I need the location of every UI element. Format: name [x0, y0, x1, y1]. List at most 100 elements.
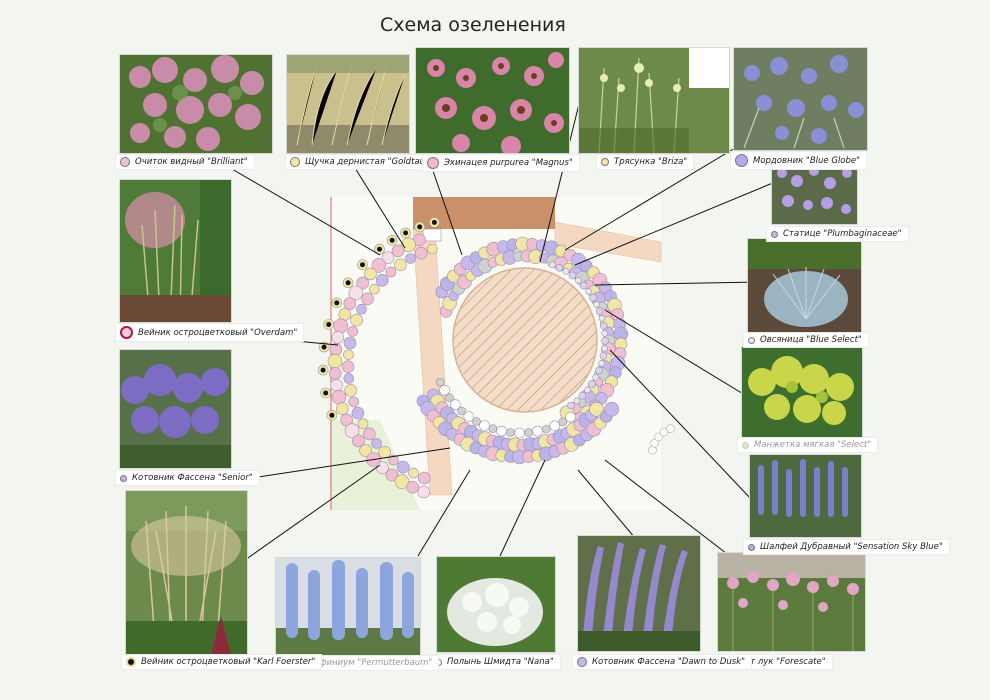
bed-plant-circle-78	[598, 308, 612, 322]
bed-plant-circle-34	[369, 283, 380, 295]
bed-plant-circle-186	[469, 441, 483, 455]
bed-plant-circle-45	[351, 406, 365, 420]
marker-dot-1	[323, 390, 329, 396]
bed-plant-circle-98	[478, 246, 491, 260]
bed-plant-circle-153	[430, 394, 445, 409]
bed-plant-circle-212	[488, 424, 498, 434]
bed-plant-circle-206	[445, 393, 454, 403]
bed-plant-circle-92	[435, 285, 449, 299]
bed-plant-circle-158	[458, 421, 472, 435]
bed-plant-circle-129	[555, 263, 564, 272]
photo-shchuchka	[286, 54, 410, 154]
bed-plant-circle-197	[564, 437, 579, 452]
label-text-ovsyanitsa: Овсяница "Blue Select"	[760, 335, 862, 345]
bed-plant-circle-192	[522, 450, 535, 464]
bed-plant-circle-36	[356, 303, 367, 315]
lawn-patch	[331, 420, 420, 510]
marker-dot-6	[345, 280, 351, 286]
label-text-shnitluk: Шнит лук "Forescate"	[730, 657, 826, 667]
bed-plant-circle-214	[506, 428, 515, 437]
marker-base-1	[320, 387, 332, 399]
bed-plant-circle-127	[573, 412, 587, 425]
bed-plant-circle-174	[573, 418, 587, 432]
leader-line-ovsyanitsa	[594, 281, 761, 286]
bed-plant-circle-105	[544, 240, 560, 256]
bed-plant-circle-151	[567, 401, 575, 410]
bed-plant-circle-43	[344, 384, 358, 397]
photo-shchuchka-image	[287, 55, 409, 153]
bed-plant-circle-205	[439, 384, 450, 396]
bed-plant-circle-224	[654, 432, 663, 442]
leader-line-delfinium	[417, 469, 471, 557]
photo-kotovnik2	[577, 535, 701, 652]
bed-plant-circle-134	[585, 288, 592, 295]
photo-ekhinatseya-image	[416, 48, 569, 153]
bed-plant-circle-109	[579, 259, 593, 273]
bed-plant-circle-22	[366, 452, 381, 467]
bed-plant-circle-57	[452, 282, 466, 295]
bed-plant-circle-188	[485, 446, 501, 462]
bed-plant-circle-8	[343, 297, 357, 310]
bed-plant-circle-23	[376, 461, 389, 475]
bed-plant-circle-161	[477, 431, 493, 447]
bed-plant-circle-164	[501, 437, 514, 451]
bed-plant-circle-222	[648, 445, 657, 455]
bed-plant-circle-35	[361, 292, 374, 306]
label-ochitok: Очиток видный "Brilliant"	[116, 155, 254, 169]
bed-plant-circle-77	[596, 301, 608, 313]
bed-plant-circle-108	[570, 252, 586, 268]
bed-plant-circle-18	[340, 413, 354, 427]
photo-mordovnik	[733, 47, 868, 151]
bed-plant-circle-72	[569, 266, 582, 280]
label-statitse: Статице "Plumbaginaceae"	[767, 227, 908, 241]
bed-plant-circle-62	[487, 257, 499, 268]
leader-line-veynik2	[244, 464, 381, 561]
bed-plant-circle-40	[343, 349, 354, 361]
legend-dot-ekhinatseya	[427, 157, 439, 169]
photo-polyn	[436, 556, 556, 653]
legend-dot-shalfey	[748, 543, 755, 551]
leader-line-shchuchka	[354, 167, 406, 249]
bed-plant-circle-66	[520, 249, 534, 263]
bed-plant-circle-88	[579, 389, 595, 404]
bed-plant-circle-119	[613, 347, 627, 360]
photo-mordovnik-image	[734, 48, 867, 150]
photo-shalfey-image	[750, 455, 861, 537]
bed-plant-circle-124	[594, 391, 608, 405]
marker-base-7	[357, 259, 368, 271]
photo-veynik2	[125, 490, 248, 656]
bed-plant-circle-152	[427, 388, 440, 402]
bed-plant-circle-97	[469, 251, 483, 264]
marker-dot-0	[329, 412, 335, 418]
bed-plant-circle-200	[586, 421, 602, 437]
bed-plant-circle-112	[599, 281, 612, 295]
label-text-mordovnik: Мордовник "Blue Globe"	[753, 155, 861, 166]
label-veynik1: Вейник остроцветковый "Overdam"	[116, 324, 304, 341]
bed-plant-circle-122	[605, 375, 618, 389]
bed-plant-circle-132	[574, 276, 582, 284]
bed-plant-circle-146	[592, 373, 600, 381]
bed-plant-circle-32	[385, 266, 397, 278]
bed-plant-circle-5	[364, 267, 377, 281]
bed-plant-circle-80	[603, 326, 614, 338]
bed-plant-circle-198	[573, 433, 586, 447]
bed-plant-circle-4	[371, 258, 387, 273]
legend-dot-manzhetka	[742, 441, 749, 449]
bed-plant-circle-67	[528, 249, 544, 265]
bed-plant-circle-15	[330, 378, 343, 392]
bed-plant-circle-64	[502, 250, 517, 265]
marker-dot-top-3	[417, 224, 423, 230]
bed-plant-circle-19	[344, 423, 360, 439]
bed-plant-circle-9	[338, 308, 352, 321]
label-text-tryasunka: Трясунка "Briza"	[614, 157, 688, 167]
bed-plant-circle-210	[472, 417, 481, 426]
bed-plant-circle-53	[417, 471, 431, 485]
marker-base-top-3	[414, 221, 426, 233]
label-text-statitse: Статице "Plumbaginaceae"	[783, 229, 902, 239]
bed-plant-circle-175	[578, 412, 594, 428]
bed-plant-circle-102	[515, 236, 530, 252]
bed-plant-circle-61	[477, 258, 493, 274]
bed-plant-circle-199	[580, 428, 594, 442]
bed-plant-circle-203	[604, 401, 620, 417]
bed-plant-circle-87	[586, 383, 600, 396]
